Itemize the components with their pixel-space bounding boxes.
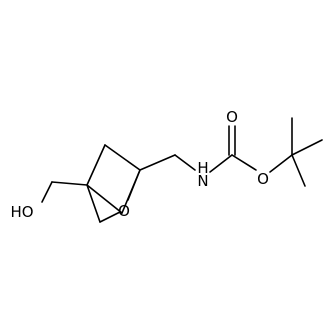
- bond-c4-cb2: [86, 184, 123, 214]
- bond-ch2ring-oring: [99, 211, 121, 223]
- atom-label-nitrogen-h: H: [197, 159, 208, 177]
- bond-ccarb-oester: [231, 154, 257, 171]
- label-layer: HO O H N O O: [10, 108, 268, 221]
- bond-oring-c1: [127, 169, 141, 201]
- bond-cq-me2: [291, 139, 323, 156]
- bond-n-ccarb: [209, 154, 233, 173]
- atom-label-ring-oxygen: O: [118, 202, 130, 220]
- bond-oester-cq: [269, 154, 293, 173]
- bond-layer: [41, 117, 323, 223]
- bond-cb1-c1: [104, 144, 141, 171]
- atom-label-hydroxyl: HO: [10, 203, 33, 221]
- bond-ch2-c4: [51, 181, 88, 186]
- bond-c1-ch2n: [139, 154, 176, 171]
- bond-c4-ch2ring: [86, 184, 101, 223]
- bond-cq-me3: [291, 154, 306, 187]
- bond-ch2n-n: [174, 154, 196, 171]
- atom-label-ester-oxygen: O: [257, 170, 269, 188]
- atom-label-carbonyl-oxygen: O: [226, 108, 238, 126]
- bond-c4-cb1: [86, 144, 106, 186]
- bond-o-ch2: [41, 181, 53, 203]
- atom-label-nitrogen: N: [197, 172, 208, 190]
